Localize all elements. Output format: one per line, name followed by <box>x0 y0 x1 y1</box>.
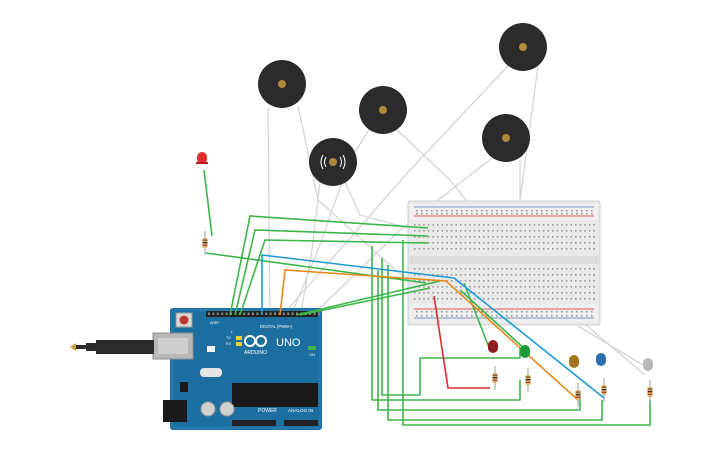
orange-wire <box>279 269 579 401</box>
red-led[interactable] <box>488 340 498 353</box>
sound-wave-icon <box>320 154 346 170</box>
piezo-buzzer[interactable] <box>359 86 407 134</box>
orange-led[interactable] <box>569 355 579 368</box>
arduino-logo-icon <box>244 335 267 347</box>
piezo-buzzer[interactable] <box>499 23 547 71</box>
digital-label: DIGITAL (PWM~) <box>260 324 293 329</box>
piezo-buzzer[interactable] <box>482 114 530 162</box>
white-led[interactable] <box>643 358 653 371</box>
red-wire <box>433 295 490 389</box>
piezo-wires <box>267 65 646 376</box>
power-label: POWER <box>258 408 277 414</box>
blue-wire <box>261 254 605 399</box>
resistor[interactable] <box>575 383 581 407</box>
board-logo: UNO <box>276 337 301 349</box>
piezo-buzzer[interactable] <box>258 60 306 108</box>
on-label: ON <box>309 352 315 357</box>
usb-plug-icon <box>70 343 76 351</box>
red-led-top[interactable] <box>196 152 208 164</box>
resistor[interactable] <box>601 378 607 402</box>
arduino-uno-board[interactable]: ARDUINO UNO DIGITAL (PWM~) POWER ANALOG … <box>152 308 322 430</box>
blue-led[interactable] <box>596 353 606 366</box>
breadboard-holes <box>414 210 595 317</box>
rx-label: RX <box>226 342 232 346</box>
piezo-buzzer-active[interactable] <box>309 138 357 186</box>
gray-wire-led <box>577 325 649 369</box>
breadboard[interactable] <box>407 200 601 326</box>
usb-cable[interactable] <box>70 340 154 354</box>
brand-lettering: ARDUINO <box>244 350 267 356</box>
tx-label: TX <box>226 336 231 340</box>
resistor[interactable] <box>647 380 653 404</box>
resistors <box>202 231 653 407</box>
aref-label: AREF <box>210 321 220 325</box>
resistor[interactable] <box>202 231 208 255</box>
green-wires <box>203 169 651 426</box>
l-label: L <box>231 330 233 334</box>
resistor[interactable] <box>525 368 531 392</box>
resistor[interactable] <box>492 366 498 390</box>
analog-label: ANALOG IN <box>288 408 313 413</box>
green-led[interactable] <box>520 345 530 358</box>
